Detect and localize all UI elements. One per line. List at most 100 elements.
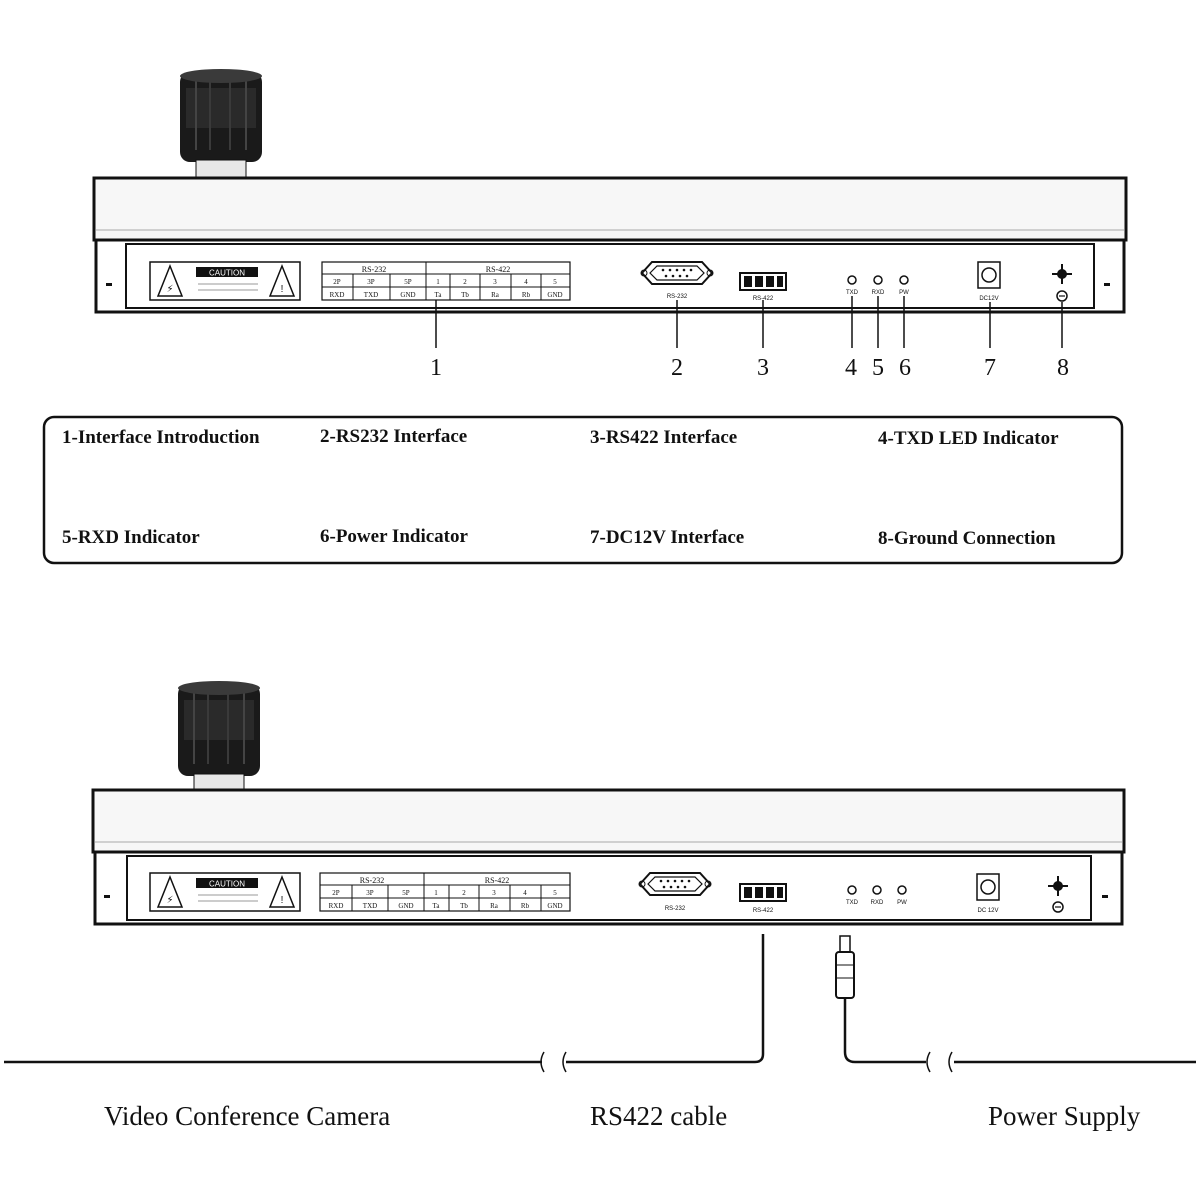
pin-signal: Ta	[433, 902, 441, 910]
pin-signal: GND	[547, 902, 562, 910]
rs422-terminal-block: RS-422	[739, 272, 787, 302]
callout-lines	[435, 296, 1063, 348]
ground-terminal-icon	[1048, 876, 1068, 913]
pin-signal: Tb	[461, 291, 469, 299]
pin-number: 2	[463, 278, 467, 286]
rs422-header: RS-422	[485, 876, 509, 885]
pin-signal: TXD	[363, 902, 377, 910]
rs422-header: RS-422	[486, 265, 510, 274]
pin-number: 5P	[402, 889, 410, 897]
pin-signal: Rb	[521, 902, 530, 910]
pin-signal: Ta	[435, 291, 443, 299]
dc12v-jack: DC12V	[977, 261, 1001, 302]
rs422-cable-label: RS422 cable	[590, 1101, 727, 1131]
joystick-icon	[178, 681, 260, 793]
pin-signal: RXD	[329, 902, 344, 910]
power-supply-label: Power Supply	[988, 1101, 1141, 1131]
callout-number: 2	[671, 355, 683, 381]
legend-item: 8-Ground Connection	[878, 528, 1056, 549]
led-indicators: TXD RXD PW	[846, 275, 909, 296]
legend-box: 1-Interface Introduction 2-RS232 Interfa…	[42, 415, 1124, 565]
pin-number: 3P	[366, 889, 374, 897]
pin-signal: RXD	[330, 291, 345, 299]
pin-number: 5	[553, 278, 557, 286]
rs232-header: RS-232	[360, 876, 384, 885]
led-label: TXD	[846, 900, 859, 906]
svg-text:⚡: ⚡	[166, 284, 173, 295]
rear-panel	[94, 238, 1126, 314]
connection-labels: Video Conference Camera RS422 cable Powe…	[104, 1101, 1141, 1131]
db9-label: RS-232	[665, 906, 686, 912]
rs422-port-label: RS-422	[753, 908, 774, 914]
rs422-cable-line	[566, 934, 765, 1064]
svg-text:⚡: ⚡	[166, 895, 173, 906]
pin-signal: GND	[398, 902, 413, 910]
legend-item: 1-Interface Introduction	[62, 427, 260, 448]
pin-number: 2P	[332, 889, 340, 897]
callout-number: 4	[845, 355, 857, 381]
rs422-port-label: RS-422	[753, 296, 774, 302]
pin-number: 1	[436, 278, 440, 286]
legend-item: 4-TXD LED Indicator	[878, 428, 1059, 449]
pin-number: 4	[524, 278, 528, 286]
legend-item: 5-RXD Indicator	[62, 527, 200, 548]
power-led-icon	[897, 885, 907, 895]
legend-item: 7-DC12V Interface	[590, 527, 744, 548]
pin-signal: TXD	[364, 291, 378, 299]
pin-signal: Ra	[491, 291, 500, 299]
callout-number: 3	[757, 355, 769, 381]
callout-number: 1	[430, 355, 442, 381]
dc12v-jack: DC 12V	[976, 873, 1000, 914]
txd-led-icon	[847, 275, 857, 285]
callout-number: 7	[984, 355, 996, 381]
led-label: PW	[897, 900, 907, 906]
dc-label: DC12V	[979, 296, 998, 302]
rs422-terminal-block: RS-422	[739, 883, 787, 914]
rear-panel	[93, 850, 1124, 926]
db9-label: RS-232	[667, 294, 688, 300]
pin-signal: Tb	[460, 902, 468, 910]
caution-sticker: ⚡ ! CAUTION	[149, 872, 301, 912]
interface-terminal-table: RS-232 RS-422 2P 3P 5P 1 2 3 4 5 RXD TXD…	[321, 261, 571, 301]
power-cable-line	[843, 998, 926, 1064]
led-label: RXD	[872, 290, 885, 296]
led-indicators: TXD RXD PW	[846, 885, 907, 906]
caution-label: CAUTION	[209, 880, 245, 889]
keyboard-body-top	[91, 788, 1126, 854]
pin-number: 5	[553, 889, 557, 897]
dc-label: DC 12V	[977, 908, 998, 914]
callout-number: 6	[899, 355, 911, 381]
rs232-db9-port: RS-232	[638, 872, 712, 912]
svg-text:!: !	[281, 284, 284, 295]
pin-number: 4	[523, 889, 527, 897]
wiring	[4, 934, 1196, 1073]
txd-led-icon	[847, 885, 857, 895]
camera-label: Video Conference Camera	[104, 1101, 390, 1131]
interface-terminal-table: RS-232 RS-422 2P 3P 5P 1 2 3 4 5 RXD TXD…	[319, 872, 571, 912]
pin-number: 3	[493, 278, 497, 286]
pin-signal: Rb	[522, 291, 531, 299]
joystick-icon	[180, 69, 262, 179]
power-plug-icon	[835, 935, 855, 999]
power-led-icon	[899, 275, 909, 285]
keyboard-rear-panel-top: ⚡ ! CAUTION RS-232 RS-422 2P 3P 5P 1	[92, 69, 1128, 381]
keyboard-rear-panel-bottom: ⚡ ! CAUTION RS-232 RS-422 2P 3P 5P 1	[91, 681, 1126, 926]
rxd-led-icon	[873, 275, 883, 285]
pin-number: 3	[492, 889, 496, 897]
led-label: RXD	[871, 900, 884, 906]
rxd-led-icon	[872, 885, 882, 895]
legend-item: 2-RS232 Interface	[320, 426, 467, 447]
callout-numbers: 1 2 3 4 5 6 7 8	[430, 355, 1069, 381]
pin-number: 5P	[404, 278, 412, 286]
pin-signal: GND	[400, 291, 415, 299]
pin-signal: GND	[547, 291, 562, 299]
svg-text:!: !	[281, 895, 284, 906]
rs232-header: RS-232	[362, 265, 386, 274]
led-label: PW	[899, 290, 909, 296]
rs232-db9-port: RS-232	[640, 261, 714, 300]
pin-number: 3P	[367, 278, 375, 286]
caution-sticker: ⚡ ! CAUTION	[149, 261, 301, 301]
legend-item: 6-Power Indicator	[320, 526, 468, 547]
callout-number: 5	[872, 355, 884, 381]
